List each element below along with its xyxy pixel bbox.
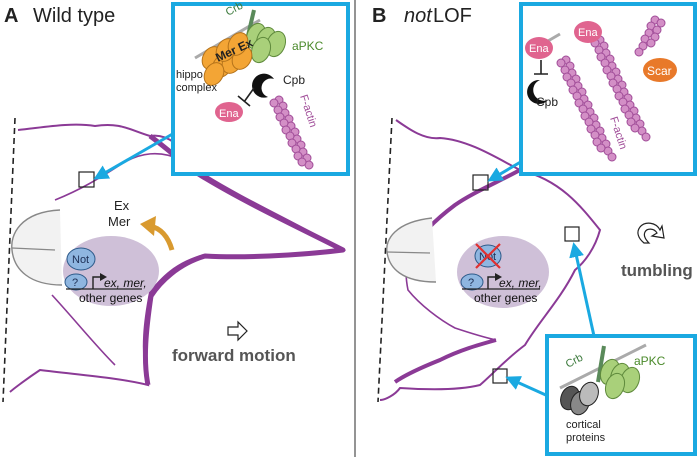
panel-b-title-italic: not	[404, 5, 433, 27]
apkc-label-a: aPKC	[292, 39, 324, 53]
panel-a-letter: A	[4, 5, 18, 27]
hippo-complex-a	[201, 32, 253, 86]
cell-membrane-b	[379, 119, 602, 401]
promoter-arrow-icon-b	[487, 276, 497, 289]
cortical-proteins-shapes	[560, 381, 599, 416]
zoom-arrow-a	[93, 130, 177, 180]
ena-label-b2: Ena	[578, 27, 598, 39]
promoter-head-a	[100, 273, 107, 281]
motion-label-b: tumbling	[621, 261, 693, 280]
cpb-cap-a	[252, 73, 274, 98]
inset-b-top: Ena Ena Scar Cpb F-actin	[519, 2, 697, 176]
not-protein-a	[66, 247, 96, 271]
ena-label-a: Ena	[219, 108, 239, 120]
cpb-cap-b	[527, 79, 548, 104]
zoom-arrow-b-low	[505, 376, 549, 398]
factin-filament-b3	[634, 15, 666, 57]
curved-arrow-head-icon	[140, 216, 156, 236]
genes-line1-b: ex, mer,	[499, 276, 542, 290]
genes-line1-a: ex, mer,	[104, 276, 147, 290]
cortical-label-line2: proteins	[566, 432, 606, 444]
ena-protein-a	[215, 102, 243, 122]
ena-protein-b2	[574, 21, 602, 43]
ena-protein-b1	[525, 37, 553, 59]
crb-stalk-b	[596, 345, 606, 383]
deleted-cross-icon	[475, 243, 501, 269]
inhibition-line-b	[534, 60, 548, 75]
zoom-box-b-top	[472, 174, 489, 191]
zoom-arrow-b-mid	[569, 242, 596, 337]
q-label-b: ?	[468, 277, 474, 289]
dashed-midline-a	[2, 117, 16, 403]
tumbling-arrow-icon	[637, 222, 665, 244]
hippo-label-line1: hippo	[176, 69, 203, 81]
cpb-label-b: Cpb	[536, 95, 558, 109]
promoter-head-b	[495, 273, 502, 281]
promoter-arrow-icon-a	[92, 276, 102, 289]
motion-arrow-icon-a	[227, 320, 248, 342]
unknown-factor-b	[460, 273, 484, 291]
ena-label-b1: Ena	[529, 43, 549, 55]
neighbor-cell-b	[386, 217, 437, 283]
dashed-midline-b	[377, 117, 393, 403]
scar-protein	[643, 58, 677, 82]
inhibition-line-a	[237, 87, 255, 107]
apkc-complex-b	[599, 358, 641, 400]
motion-label-a: forward motion	[172, 346, 296, 365]
factin-filament-b1	[556, 55, 617, 162]
neighbor-line-b	[386, 251, 431, 254]
neighbor-line-a	[11, 247, 56, 251]
zoom-box-b-mid	[564, 226, 580, 242]
apkc-complex-a	[245, 22, 287, 64]
cortical-label-line1: cortical	[566, 419, 601, 431]
factin-filament-b2	[590, 35, 651, 142]
zoom-arrow-b-top	[487, 158, 525, 182]
panel-b-letter: B	[372, 5, 386, 27]
panel-b-title-rest: LOF	[433, 5, 472, 27]
panel-a-title: Wild type	[33, 5, 115, 27]
apkc-label-b: aPKC	[634, 354, 666, 368]
scar-label: Scar	[647, 64, 672, 78]
panel-b: B not LOF Not ? ex, mer, other genes tum…	[372, 2, 697, 456]
hippo-label-line2: complex	[176, 82, 217, 94]
q-label-a: ?	[72, 277, 78, 289]
cpb-label-a: Cpb	[283, 73, 305, 87]
cell-membrane-inner-a	[54, 152, 183, 201]
inset-b-bottom: Crb aPKC cortical proteins	[545, 334, 697, 456]
cell-membrane-thick-a	[142, 133, 346, 386]
zoom-box-b-low	[492, 368, 508, 384]
genes-line2-a: other genes	[79, 291, 142, 305]
factin-filament-a	[269, 95, 314, 170]
neighbor-cell-a	[11, 209, 63, 286]
genes-line2-b: other genes	[474, 291, 537, 305]
inset-a: Crb aPKC Mer Ex hippo complex Cpb	[171, 0, 350, 176]
not-label-a: Not	[72, 254, 89, 266]
unknown-factor-a	[64, 273, 88, 291]
cell-membrane-lower-a	[51, 294, 116, 366]
mer-label: Mer	[108, 214, 131, 229]
panel-a: A Wild type Ex Mer Not ? ex, mer, other …	[2, 0, 350, 403]
ex-label: Ex	[114, 198, 130, 213]
zoom-box-a	[78, 171, 95, 188]
